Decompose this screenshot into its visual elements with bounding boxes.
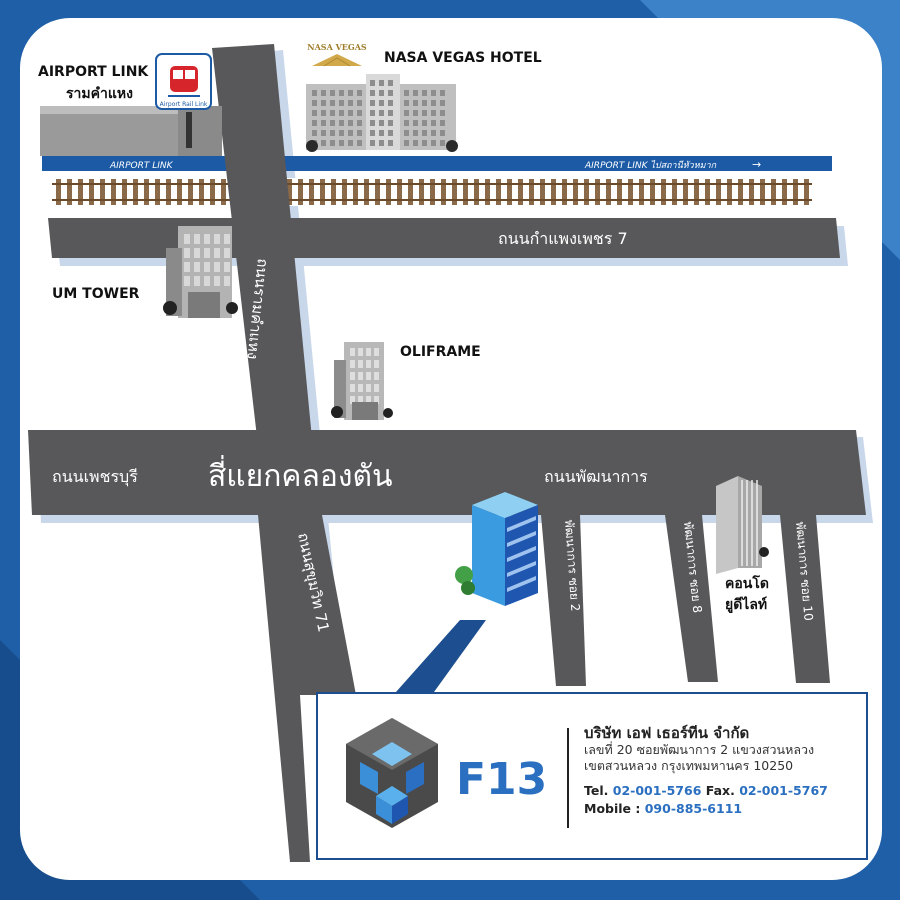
f13-logo-text: F13 bbox=[456, 754, 547, 805]
company-name: บริษัท เอฟ เธอร์ทีน จำกัด bbox=[584, 724, 750, 742]
f13-logo: F13 bbox=[346, 718, 547, 828]
f13-office-building bbox=[455, 492, 538, 606]
road-soi10 bbox=[780, 515, 830, 683]
rail-ties bbox=[56, 179, 809, 205]
tel-label: Tel. bbox=[584, 783, 609, 798]
road-sukhumvit bbox=[258, 515, 356, 862]
airport-link-station bbox=[40, 106, 222, 156]
road-label-kamphaeng-phet: ถนนกำแพงเพชร 7 bbox=[498, 229, 628, 248]
location-pointer bbox=[396, 620, 486, 692]
road-label-phatthanakan: ถนนพัฒนาการ bbox=[544, 467, 648, 486]
road-phetchaburi bbox=[28, 430, 866, 515]
airport-badge-text: Airport Rail Link bbox=[160, 101, 208, 108]
ud-light-condo-building bbox=[716, 476, 769, 574]
airport-link-station-name: รามคำแหง bbox=[66, 86, 133, 102]
fax-number[interactable]: 02-001-5767 bbox=[739, 783, 828, 798]
airport-link-label: AIRPORT LINK bbox=[38, 64, 149, 80]
nasa-vegas-hotel-building bbox=[306, 74, 458, 152]
phone-fax-line: Tel. 02-001-5766 Fax. 02-001-5767 bbox=[584, 782, 864, 800]
um-tower-label: UM TOWER bbox=[52, 286, 140, 302]
mobile-label: Mobile : bbox=[584, 801, 641, 816]
condo-label-line2: ยูดีไลท์ bbox=[725, 595, 767, 613]
address-line-2: เขตสวนหลวง กรุงเทพมหานคร 10250 bbox=[584, 758, 794, 773]
nasa-vegas-logo: NASA VEGAS bbox=[307, 42, 367, 67]
nasa-vegas-logo-text: NASA VEGAS bbox=[307, 42, 367, 52]
mobile-line: Mobile : 090-885-6111 bbox=[584, 800, 864, 818]
mobile-number[interactable]: 090-885-6111 bbox=[644, 801, 743, 816]
um-tower-building bbox=[163, 226, 238, 318]
card-divider bbox=[567, 728, 569, 828]
nasa-vegas-hotel-label: NASA VEGAS HOTEL bbox=[384, 50, 542, 66]
oliframe-label: OLIFRAME bbox=[400, 344, 481, 360]
tel-number[interactable]: 02-001-5766 bbox=[612, 783, 702, 798]
airport-rail-link-badge: Airport Rail Link bbox=[155, 53, 212, 110]
road-soi2 bbox=[541, 515, 586, 686]
company-info: บริษัท เอฟ เธอร์ทีน จำกัด เลขที่ 20 ซอยพ… bbox=[584, 724, 864, 818]
address-line-1: เลขที่ 20 ซอยพัฒนาการ 2 แขวงสวนหลวง bbox=[584, 742, 815, 757]
condo-label-line1: คอนโด bbox=[725, 574, 769, 592]
junction-label: สี่แยกคลองตัน bbox=[208, 455, 393, 494]
road-label-phetchaburi: ถนนเพชรบุรี bbox=[52, 467, 138, 487]
company-card: F13 บริษัท เอฟ เธอร์ทีน จำกัด เลขที่ 20 … bbox=[316, 692, 868, 860]
oliframe-building bbox=[331, 342, 393, 420]
road-soi8 bbox=[665, 515, 718, 682]
airport-link-band-left: AIRPORT LINK bbox=[109, 161, 174, 171]
fax-label: Fax. bbox=[705, 783, 735, 798]
airport-link-band-right: AIRPORT LINK ไปสถานีหัวหมาก bbox=[584, 159, 717, 171]
direction-arrow-icon: → bbox=[752, 158, 761, 171]
road-label-soi2: พัฒนาการ ซอย 2 bbox=[562, 519, 582, 612]
